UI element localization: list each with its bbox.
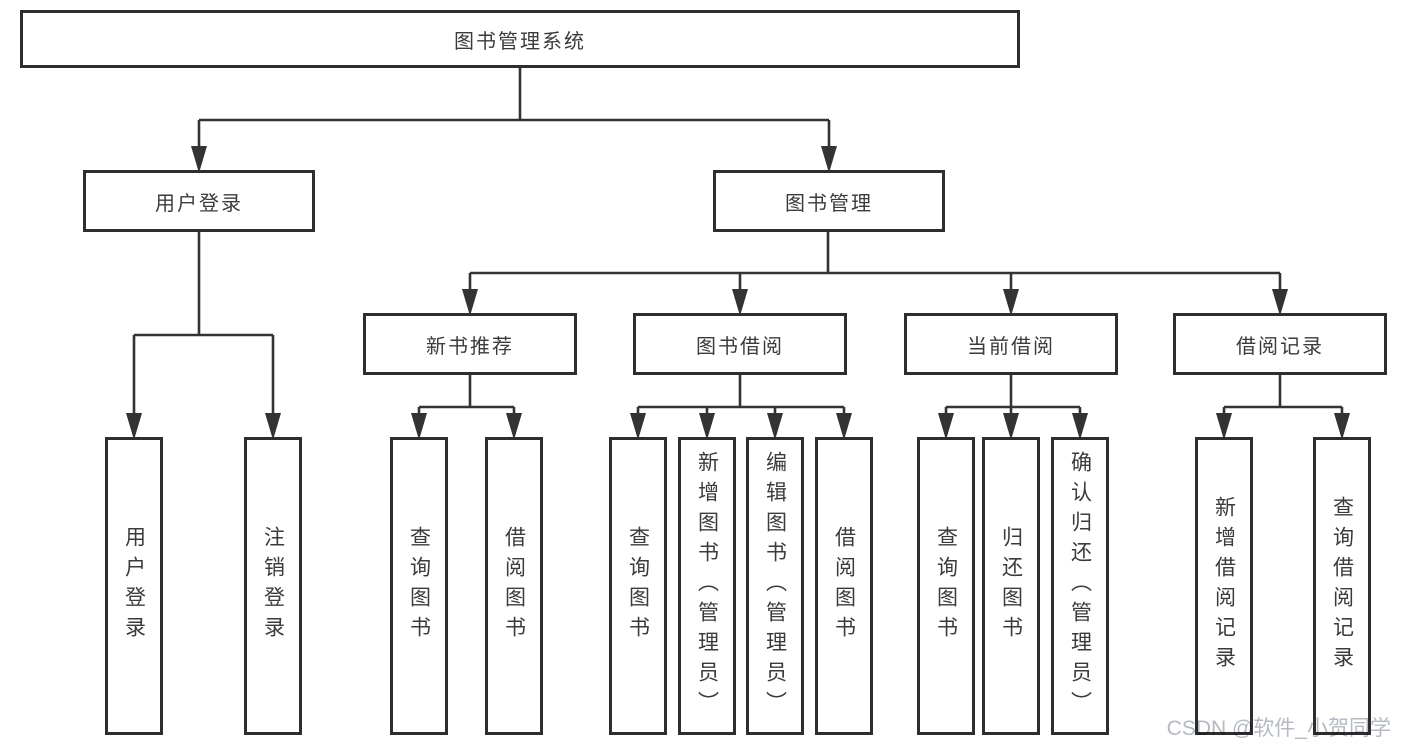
- node-label: 用户登录: [122, 526, 146, 646]
- leaf-edit-book-admin: 编辑图书（管理员）: [746, 437, 804, 735]
- leaf-confirm-return-admin: 确认归还（管理员）: [1051, 437, 1109, 735]
- node-label: 注销登录: [261, 526, 285, 646]
- csdn-watermark: CSDN @软件_小贺同学: [1166, 717, 1391, 740]
- node-label: 查询图书: [407, 526, 431, 646]
- node-label: 查询图书: [934, 526, 958, 646]
- node-label: 编辑图书（管理员）: [763, 451, 787, 721]
- node-label: 新增图书（管理员）: [695, 451, 719, 721]
- leaf-query-borrow-record: 查询借阅记录: [1313, 437, 1371, 735]
- node-label: 图书管理系统: [454, 30, 586, 53]
- node-label: 确认归还（管理员）: [1068, 451, 1092, 721]
- leaf-logout: 注销登录: [244, 437, 302, 735]
- node-borrowing-records: 借阅记录: [1173, 313, 1387, 375]
- leaf-user-login: 用户登录: [105, 437, 163, 735]
- node-label: 新书推荐: [426, 335, 514, 358]
- node-current-borrowing: 当前借阅: [904, 313, 1118, 375]
- leaf-query-books-borrowing: 查询图书: [609, 437, 667, 735]
- leaf-add-borrow-record: 新增借阅记录: [1195, 437, 1253, 735]
- node-new-book-recommend: 新书推荐: [363, 313, 577, 375]
- node-label: 新增借阅记录: [1212, 496, 1236, 676]
- leaf-query-books-recommend: 查询图书: [390, 437, 448, 735]
- node-label: 归还图书: [999, 526, 1023, 646]
- node-user-login: 用户登录: [83, 170, 315, 232]
- leaf-return-book: 归还图书: [982, 437, 1040, 735]
- node-label: 查询图书: [626, 526, 650, 646]
- node-label: 借阅图书: [832, 526, 856, 646]
- leaf-query-books-current: 查询图书: [917, 437, 975, 735]
- node-label: 查询借阅记录: [1330, 496, 1354, 676]
- node-label: 图书借阅: [696, 335, 784, 358]
- node-label: 借阅图书: [502, 526, 526, 646]
- node-label: 用户登录: [155, 192, 243, 215]
- node-label: 当前借阅: [967, 335, 1055, 358]
- node-label: 图书管理: [785, 192, 873, 215]
- node-label: 借阅记录: [1236, 335, 1324, 358]
- leaf-add-book-admin: 新增图书（管理员）: [678, 437, 736, 735]
- node-book-management: 图书管理: [713, 170, 945, 232]
- node-book-management-system: 图书管理系统: [20, 10, 1020, 68]
- node-book-borrowing: 图书借阅: [633, 313, 847, 375]
- leaf-borrow-books-borrowing: 借阅图书: [815, 437, 873, 735]
- leaf-borrow-books-recommend: 借阅图书: [485, 437, 543, 735]
